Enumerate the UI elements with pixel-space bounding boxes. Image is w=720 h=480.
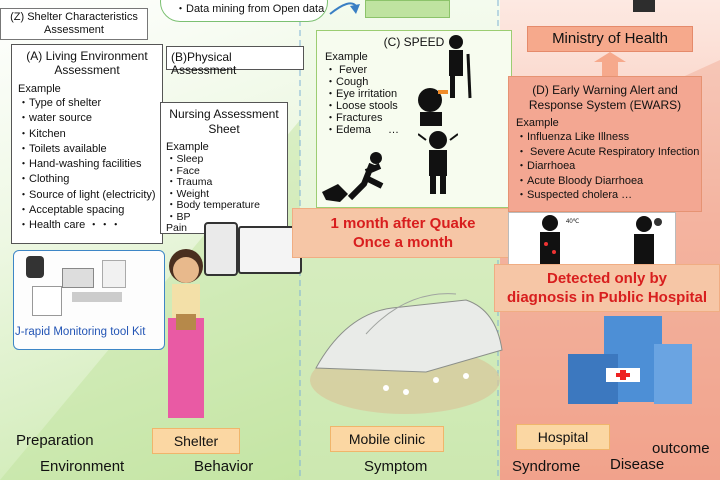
living-environment-item: ・water source (18, 112, 92, 125)
headache-pictogram (418, 131, 458, 194)
nursing-assessment-item: ・Sleep (166, 153, 204, 165)
ministry-of-health-title: Ministry of Health (552, 30, 668, 47)
speed-symptom-item: ・Edema (325, 124, 371, 136)
kit-label: J-rapid Monitoring tool Kit (15, 326, 146, 338)
detection-banner-line1: Detected only by (546, 270, 668, 287)
living-environment-box: (A) Living Environment Assessment Exampl… (11, 44, 163, 244)
ewars-syndrome-item: ・Suspected cholera … (516, 189, 633, 201)
nursing-assessment-item: ・BP (166, 210, 191, 223)
stage-mobile-clinic: Mobile clinic (330, 426, 444, 452)
nursing-assessment-item: Pain (166, 222, 188, 234)
speed-symptom-item: ・Fractures (325, 112, 383, 124)
nursing-example-label: Example (166, 141, 209, 153)
nursing-assessment-item: ・Trauma (166, 176, 213, 188)
living-environment-item: ・Toilets available (18, 142, 107, 155)
speed-banner-line2: Once a month (352, 234, 453, 251)
axis-preparation: Preparation (16, 432, 94, 449)
nursing-assessment-box: Nursing Assessment Sheet Example ・Sleep・… (160, 102, 288, 234)
detection-banner-line2: diagnosis in Public Hospital (506, 289, 708, 306)
ewars-syndrome-item: ・Acute Bloody Diarrhoea (516, 174, 644, 187)
living-environment-example-label: Example (18, 83, 61, 95)
speed-symptom-item: ・Eye irritation (325, 88, 398, 100)
speed-title: (C) SPEED (383, 35, 445, 49)
nurse-illustration (168, 249, 204, 418)
ewars-syndrome-item: ・ Severe Acute Respiratory Infection (516, 145, 700, 158)
living-environment-item: ・Source of light (electricity) (18, 188, 156, 201)
hospital-illustration (568, 316, 692, 404)
living-environment-item: ・Hand-washing facilities (18, 158, 142, 171)
physical-assessment-box: (B)Physical Assessment (166, 46, 304, 77)
open-data-bubble: ・Data mining from Open data (160, 0, 328, 22)
speed-box: (C) SPEED Example ・ Fever・Cough・Eye irri… (316, 30, 512, 208)
living-environment-item: ・Health care ・・・ (18, 219, 122, 232)
speed-ellipsis: … (388, 124, 399, 136)
open-data-text: ・Data mining from Open data (175, 3, 325, 15)
nursing-assessment-title: Nursing Assessment Sheet (169, 107, 279, 136)
stage-shelter: Shelter (152, 428, 240, 454)
building-icon (633, 0, 655, 12)
fever-person-pictogram (540, 215, 560, 264)
speed-banner-line1: 1 month after Quake (330, 215, 476, 232)
axis-syndrome: Syndrome (512, 458, 581, 475)
speed-symptom-item: ・ Fever (325, 64, 368, 76)
speed-example-label: Example (325, 51, 368, 63)
axis-symptom: Symptom (364, 458, 428, 475)
ministry-of-health-box: Ministry of Health (527, 26, 693, 52)
axis-disease: Disease (610, 456, 665, 473)
dog-bite-pictogram (322, 152, 384, 202)
axis-outcome: outcome (652, 440, 710, 457)
stage-hospital: Hospital (516, 424, 610, 450)
living-environment-item: ・Type of shelter (18, 97, 102, 109)
physical-assessment-title: (B)Physical Assessment (171, 50, 237, 77)
living-environment-title: (A) Living Environment Assessment (26, 49, 148, 77)
speed-frequency-banner: 1 month after Quake Once a month (292, 208, 514, 258)
living-environment-item: ・Acceptable spacing (18, 204, 125, 217)
ewars-syndrome-list: ・Influenza Like Illness ・ Severe Acute Re… (516, 130, 700, 203)
speed-symptom-item: ・Loose stools (325, 100, 398, 112)
kit-items-image (26, 256, 156, 316)
axis-behavior: Behavior (194, 458, 254, 475)
axis-environment: Environment (40, 458, 125, 475)
green-top-box (365, 0, 450, 18)
living-environment-item: ・Kitchen (18, 127, 66, 140)
tablet-image-2 (238, 226, 302, 274)
ministry-arrow (594, 52, 626, 78)
ewars-title: (D) Early Warning Alert and Response Sys… (528, 83, 682, 112)
tablet-image (204, 222, 238, 276)
speed-symptom-item: ・Cough (325, 76, 369, 88)
living-environment-item: ・Clothing (18, 173, 70, 186)
ewars-syndrome-item: ・Diarrhoea (516, 160, 576, 172)
eye-drop-pictogram (418, 88, 448, 126)
nursing-assessment-item: ・Face (166, 164, 200, 177)
nursing-assessment-item: ・Body temperature (166, 199, 260, 211)
hospital-detection-banner: Detected only by diagnosis in Public Hos… (494, 264, 720, 312)
nursing-assessment-item: ・Weight (166, 187, 209, 200)
ewars-box: (D) Early Warning Alert and Response Sys… (508, 76, 702, 212)
living-environment-list: ・Type of shelter ・water source ・Kitchen ・To… (18, 96, 156, 234)
tent-camp-illustration (310, 293, 503, 414)
crutches-pictogram (449, 35, 472, 99)
nursing-assessment-list: ・Sleep・Face・Trauma・Weight・Body temperatu… (166, 153, 282, 235)
ewars-syndrome-item: ・Influenza Like Illness (516, 131, 630, 143)
shelter-characteristics-box: (Z) Shelter Characteristics Assessment (0, 8, 148, 40)
speed-symptom-list: ・ Fever・Cough・Eye irritation・Loose stool… (325, 64, 503, 136)
cough-person-pictogram (634, 216, 662, 264)
ewars-example-label: Example (516, 117, 559, 129)
shelter-characteristics-title: (Z) Shelter Characteristics Assessment (10, 11, 138, 36)
thermometer-label: 40℃ (566, 219, 580, 225)
